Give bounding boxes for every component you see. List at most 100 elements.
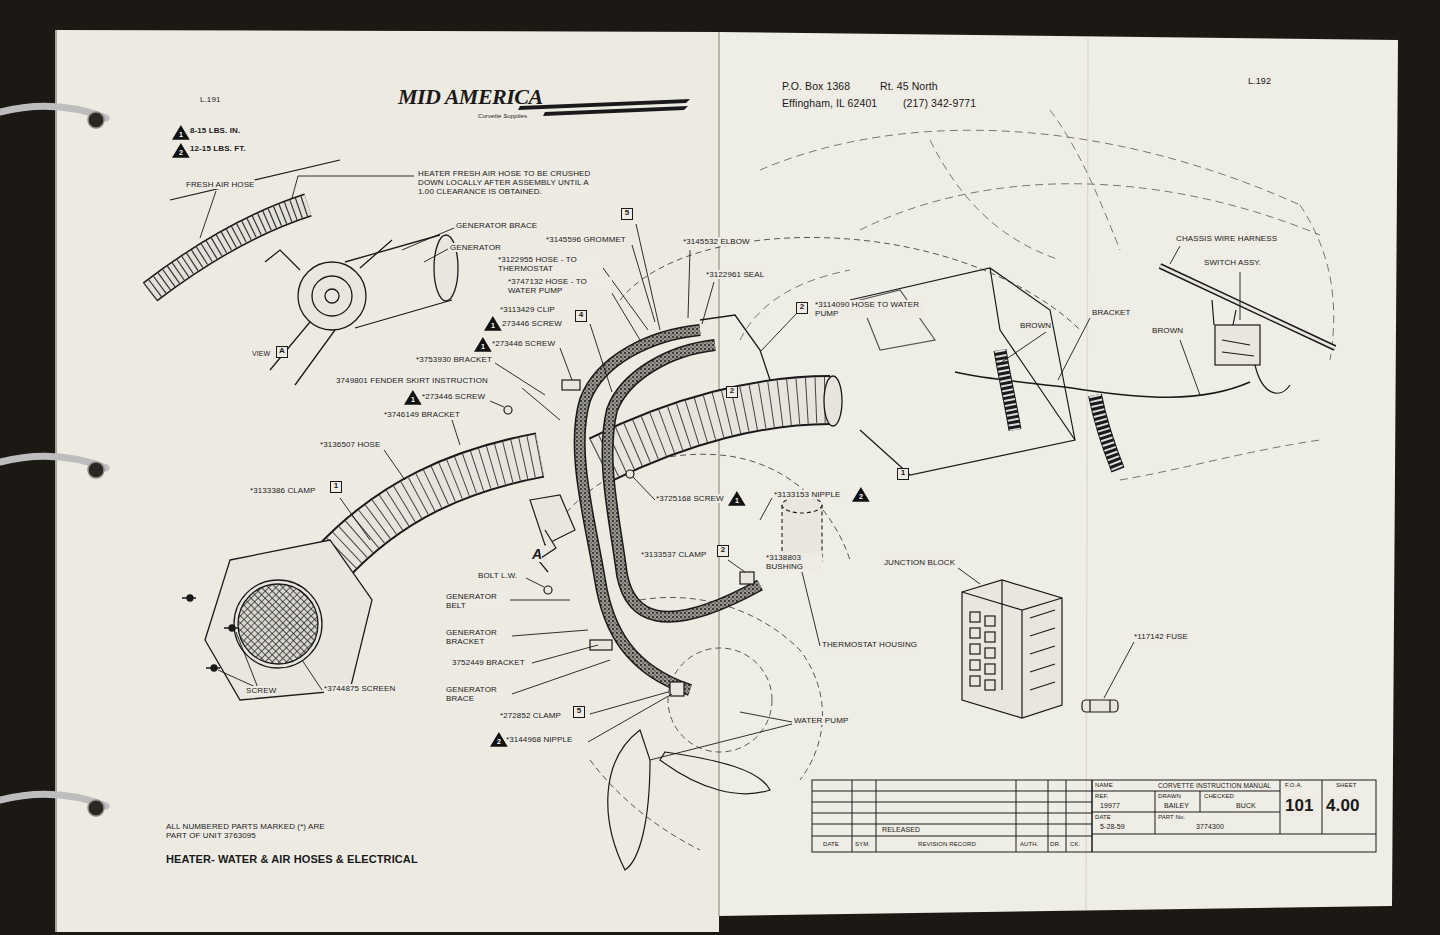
leader-line [560, 348, 572, 380]
part-label: GENERATOR BELT [446, 592, 508, 610]
junction-block [970, 628, 980, 638]
triangle-shape [172, 143, 190, 158]
part-label: GENERATOR BRACKET [446, 628, 508, 646]
fan [608, 730, 770, 870]
binder-and-pages [719, 32, 1398, 916]
leader-line [1002, 332, 1046, 362]
part-label: THERMOSTAT HOUSING [822, 640, 917, 649]
part-label: DRAWN [1158, 793, 1181, 800]
part-label: *3753930 BRACKET [416, 355, 492, 364]
title-block [812, 791, 1092, 836]
part-label: 273446 SCREW [502, 319, 562, 328]
clamp-and-bracket [626, 470, 634, 478]
leader-line [650, 712, 792, 760]
part-label: REVISION RECORD [918, 841, 976, 848]
part-label: L.191 [200, 95, 221, 104]
leader-line [452, 420, 460, 445]
triangle-shape [474, 337, 492, 352]
part-label: VIEW [252, 350, 270, 358]
junction-block [970, 660, 980, 670]
torque-number: 1 [172, 125, 190, 139]
part-label: WATER PUMP [794, 716, 848, 725]
leader-line [490, 401, 504, 407]
part-label: *273446 SCREW [492, 339, 555, 348]
car-body-outline [740, 110, 1334, 480]
leader-line [512, 660, 610, 694]
heater-box [860, 290, 935, 350]
part-label: *3145532 ELBOW [683, 237, 750, 246]
part-label: BRACKET [1092, 308, 1131, 317]
part-label: *3138803 BUSHING [766, 553, 822, 571]
leader-line [760, 312, 798, 352]
part-label: *3725168 SCREW [656, 494, 724, 503]
leader-line [1104, 642, 1134, 698]
part-label: CK. [1070, 841, 1080, 848]
wire-and-hoses [955, 266, 1335, 470]
part-label: CORVETTE INSTRUCTION MANUAL [1158, 782, 1271, 789]
binder-and-pages [1086, 38, 1088, 910]
torque-triangle: 2 [490, 732, 508, 747]
leader-line [728, 560, 745, 572]
torque-number: 1 [474, 337, 492, 351]
heater-water-hose [580, 330, 700, 690]
car-body-outline [1050, 110, 1120, 250]
clamp-and-bracket [562, 380, 580, 390]
leader-line [340, 498, 370, 540]
wire-and-hoses [1095, 395, 1118, 470]
heater-water-hose [580, 330, 700, 690]
binder-ring [0, 106, 106, 816]
callout-number: 5 [576, 707, 582, 716]
leader-line [532, 645, 598, 663]
junction-block [985, 680, 995, 690]
part-label: *3746149 BRACKET [384, 410, 460, 419]
part-label: DATE [823, 841, 839, 848]
part-label: *3136507 HOSE [320, 440, 380, 449]
leader-line [526, 578, 544, 587]
part-label: *3133153 NIPPLE [774, 490, 840, 499]
wire-and-hoses [1215, 325, 1260, 365]
thermostat-housing [782, 497, 822, 513]
part-label: 101 [1285, 796, 1314, 816]
torque-triangle: 1 [474, 337, 492, 352]
leader-line [522, 388, 560, 420]
callout-box: 4 [575, 310, 587, 322]
part-label: HEATER FRESH AIR HOSE TO BE CRUSHED DOWN… [418, 169, 596, 197]
title-block [812, 780, 1376, 852]
leader-line [590, 324, 612, 392]
fresh-air-hose [170, 160, 340, 200]
leader-line [958, 568, 980, 584]
binder-and-pages [718, 32, 720, 916]
torque-number: 2 [852, 487, 870, 501]
clamp-and-bracket [504, 406, 512, 414]
title-block [852, 780, 1066, 852]
leader-line [384, 450, 405, 480]
sheet-title: HEATER- WATER & AIR HOSES & ELECTRICAL [166, 853, 418, 866]
logo-stripes [518, 99, 690, 116]
leader-line [292, 176, 414, 198]
heater-air-hose [330, 455, 540, 565]
junction-block [970, 644, 980, 654]
heater-water-hose [607, 345, 760, 617]
callout-number: 4 [578, 311, 584, 320]
junction-block [985, 648, 995, 658]
logo-stripes [543, 106, 688, 116]
part-label: DATE [1095, 814, 1111, 821]
engine-outline [560, 238, 1080, 851]
junction-block [970, 612, 980, 622]
part-label: 3749801 FENDER SKIRT INSTRUCTION [336, 376, 488, 385]
callout-number: A [279, 347, 285, 356]
heater-air-hose [600, 400, 830, 460]
part-label: *3133386 CLAMP [250, 486, 315, 495]
clamp-and-bracket [530, 495, 575, 545]
generator [312, 276, 352, 316]
air-screen [182, 540, 372, 700]
wire-and-hoses [1222, 340, 1290, 393]
part-label: PART No. [1158, 814, 1185, 821]
torque-number: 1 [728, 491, 746, 505]
legend-text: 8-15 LBS. IN. [190, 126, 240, 135]
callout-number: 2 [720, 546, 726, 555]
part-label: *3744875 SCREEN [324, 684, 395, 693]
leader-line [588, 694, 672, 742]
torque-number: 1 [484, 316, 502, 330]
